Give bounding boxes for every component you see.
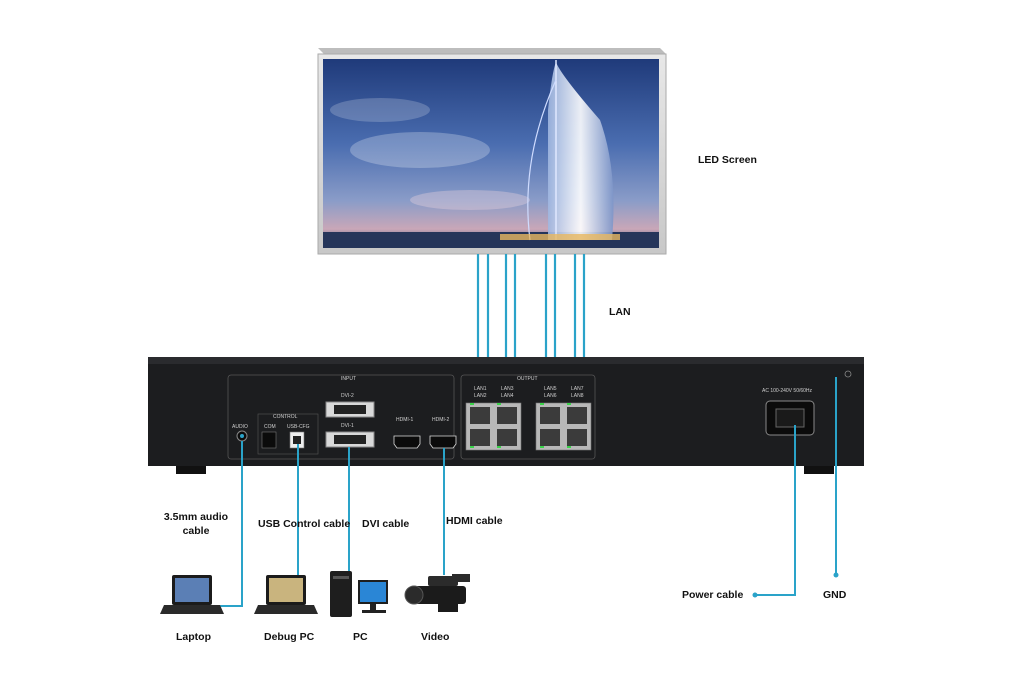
pc-icon (330, 571, 388, 617)
lan-label: LAN (609, 306, 631, 318)
pc-label: PC (353, 631, 368, 643)
power-cable-label: Power cable (682, 589, 744, 601)
panel-lan2-label: LAN2 (474, 393, 487, 399)
video-label: Video (421, 631, 450, 643)
panel-hdmi-1-label: HDMI-1 (396, 417, 413, 423)
panel-hdmi-2-label: HDMI-2 (432, 417, 449, 423)
panel-power-rating: AC 100-240V 50/60Hz (762, 388, 813, 394)
laptop-icon (160, 575, 224, 614)
panel-control-title: CONTROL (273, 414, 298, 420)
panel-dvi-2-label: DVI-2 (341, 393, 354, 399)
led-screen-label: LED Screen (698, 154, 757, 166)
panel-com-label: COM (264, 424, 276, 430)
panel-lan6-label: LAN6 (544, 393, 557, 399)
usb-cable-label: USB Control cable (258, 518, 351, 530)
controller-chassis (148, 357, 864, 474)
video-camera-icon (404, 574, 470, 612)
gnd-label: GND (823, 589, 847, 601)
panel-input-title: INPUT (341, 376, 356, 382)
audio-cable-label: 3.5mm audio cable (163, 511, 229, 537)
panel-usb-cfg-label: USB-CFG (287, 424, 310, 430)
dvi-cable-label: DVI cable (362, 518, 410, 530)
laptop-label: Laptop (176, 631, 211, 643)
panel-output-title: OUTPUT (517, 376, 538, 382)
debug-pc-label: Debug PC (264, 631, 315, 643)
panel-lan7-label: LAN7 (571, 386, 584, 392)
hdmi-cable-label: HDMI cable (446, 515, 503, 527)
panel-lan1-label: LAN1 (474, 386, 487, 392)
panel-dvi-1-label: DVI-1 (341, 423, 354, 429)
panel-lan8-label: LAN8 (571, 393, 584, 399)
debug-pc-icon (254, 575, 318, 614)
input-cables (214, 377, 837, 607)
panel-lan5-label: LAN5 (544, 386, 557, 392)
led-screen (317, 48, 667, 255)
panel-lan4-label: LAN4 (501, 393, 514, 399)
panel-lan3-label: LAN3 (501, 386, 514, 392)
panel-audio-label: AUDIO (232, 424, 248, 430)
